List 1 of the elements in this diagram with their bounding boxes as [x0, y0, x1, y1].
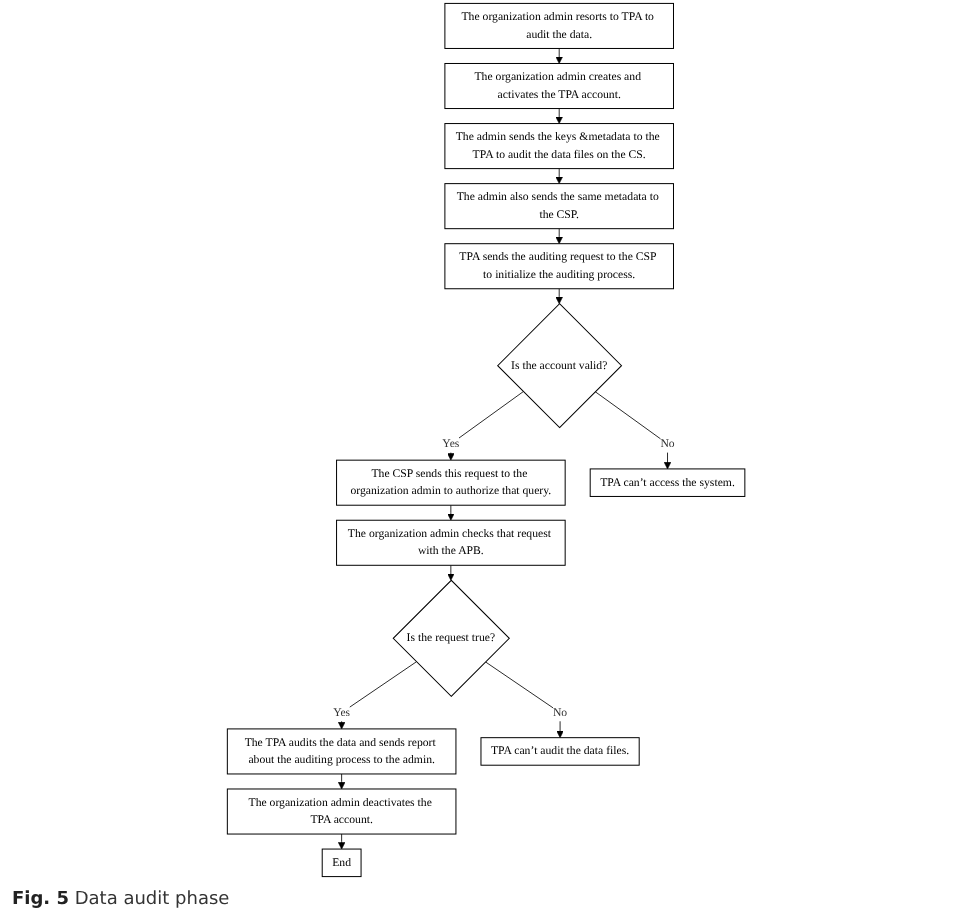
figure-caption: Fig. 5 Data audit phase	[12, 890, 230, 910]
